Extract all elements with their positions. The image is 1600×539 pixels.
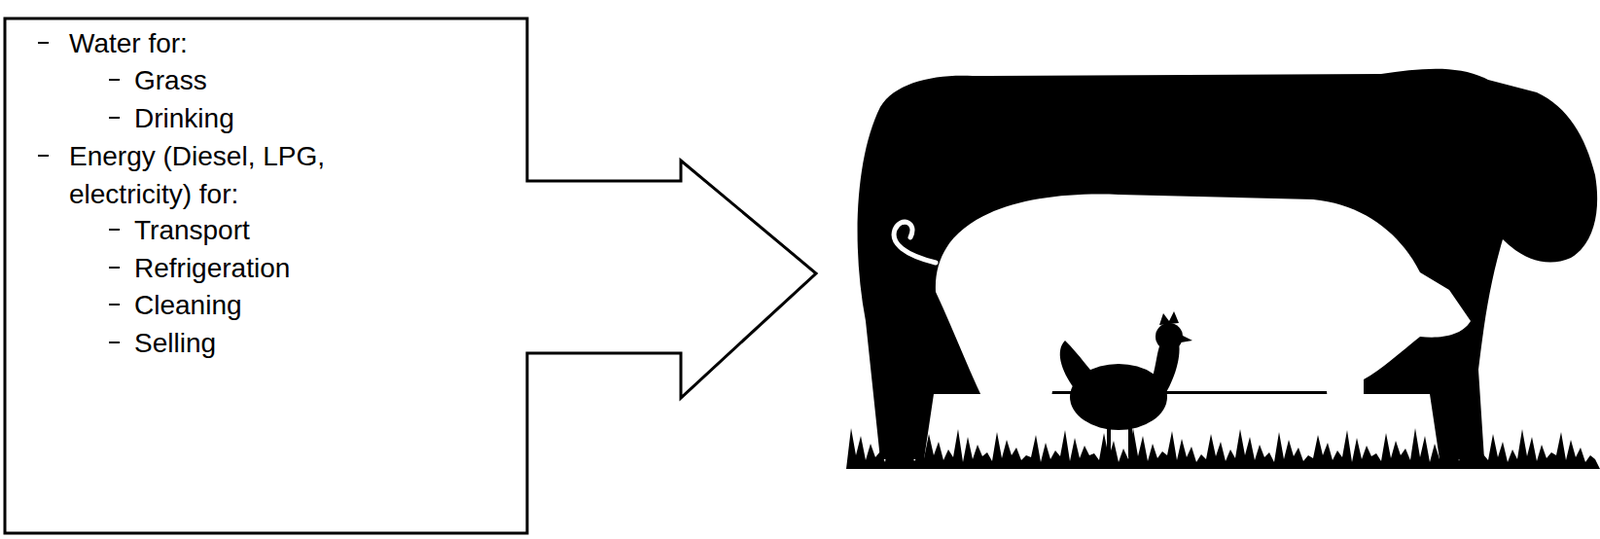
bullet-dash — [37, 154, 49, 157]
arrow-box-outline — [4, 18, 817, 534]
pig-tail — [893, 221, 936, 263]
sub-list-item: Drinking — [134, 99, 504, 138]
bullet-list-box: Water for:GrassDrinkingEnergy (Diesel, L… — [4, 18, 528, 534]
grass — [846, 427, 1600, 469]
bullet-dash — [108, 228, 120, 231]
bullet-dash — [108, 78, 120, 81]
sub-list-item: Grass — [134, 61, 504, 100]
sub-list-item: Transport — [134, 211, 504, 249]
pig-silhouette — [935, 194, 1471, 450]
bullet-dash — [108, 341, 120, 344]
bullet-dash — [108, 303, 120, 306]
bullet-dash — [37, 41, 49, 44]
bullet-dash — [108, 266, 120, 269]
sub-list-item: Refrigeration — [134, 248, 504, 287]
bullet-dash — [108, 116, 120, 119]
sub-list-item: Selling — [134, 323, 504, 362]
cow-silhouette — [857, 69, 1599, 460]
list-item: Energy (Diesel, LPG, electricity) for: — [69, 137, 361, 214]
list-item: Water for: — [69, 24, 361, 63]
sub-list-item: Cleaning — [134, 285, 504, 324]
